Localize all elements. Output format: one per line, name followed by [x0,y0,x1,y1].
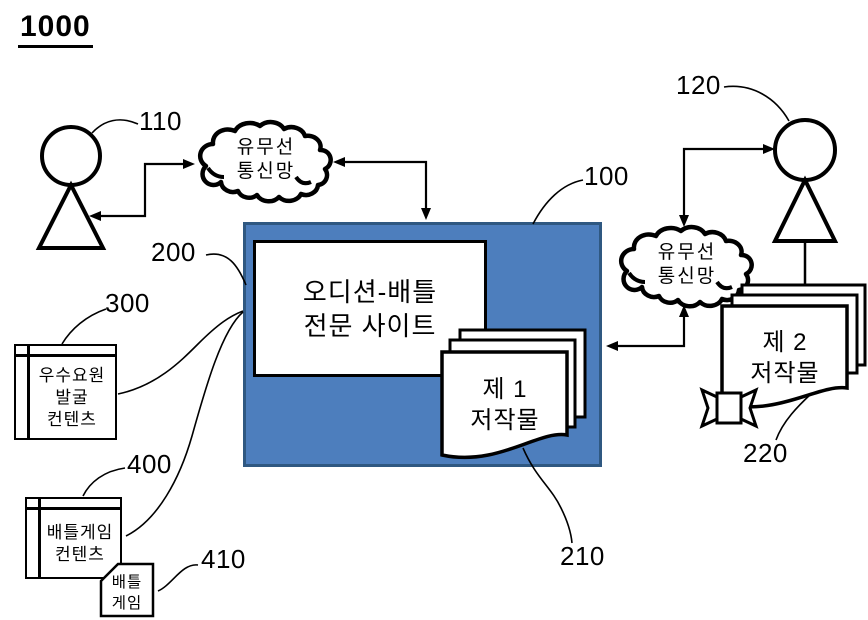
leader-120 [723,85,790,122]
talent-line3: 컨텐츠 [47,410,97,429]
work2-line1: 제 2 [762,329,808,356]
arrow-user1-network [89,159,195,221]
network2-line1: 유무선 [657,242,717,263]
window-titlebar [16,346,115,357]
leader-220 [775,392,813,441]
window-left-rule [27,346,30,438]
work1-line1: 제 1 [482,376,528,403]
ref-120: 120 [676,70,721,100]
work2-line2: 저작물 [750,360,820,387]
certificate-ribbon-icon [699,387,759,429]
person-icon [35,125,107,250]
network1-label: 유무선 통신망 [193,136,339,184]
ref-410: 410 [201,544,246,574]
network1-line2: 통신망 [236,161,296,182]
talent-content-text: 우수요원 발굴 컨텐츠 [29,358,115,438]
network1-line1: 유무선 [236,137,296,158]
network2-label: 유무선 통신망 [614,241,760,289]
talent-line1: 우수요원 [38,366,106,385]
network2-line2: 통신망 [657,266,717,287]
ref-220: 220 [743,438,788,468]
battle-game-content-box: 배틀게임 컨텐츠 [25,497,122,579]
connector-content400-site [125,311,244,537]
site-box-line2: 전문 사이트 [303,310,437,341]
ref-400: 400 [127,449,172,479]
ref-210: 210 [560,541,605,571]
person-icon [771,118,839,243]
work2-label: 제 2 저작물 [722,327,848,389]
leader-300 [61,308,107,345]
window-left-rule [38,499,41,577]
leader-200 [205,253,247,286]
site-box-line1: 오디션-배틀 [302,276,438,307]
window-titlebar [27,499,120,510]
arrow-network1-site [333,157,431,220]
work1-label: 제 1 저작물 [442,374,568,436]
work1-line2: 저작물 [470,407,540,434]
arrow-network2-site [606,305,689,351]
leader-410 [157,564,199,592]
ref-200: 200 [151,237,196,267]
talent-line2: 발굴 [55,388,89,407]
leader-400 [82,467,126,497]
game410-label: 배틀 게임 [101,572,153,614]
ref-300: 300 [105,288,150,318]
leader-100 [532,179,584,225]
ref-110: 110 [139,106,182,136]
audition-battle-site-box: 오디션-배틀 전문 사이트 [253,240,487,377]
game410-line2: 게임 [111,595,143,612]
game410-line1: 배틀 [111,574,143,591]
leader-110 [91,119,139,134]
figure-number: 1000 [18,10,93,48]
ref-100: 100 [584,161,629,191]
battle-content-line2: 컨텐츠 [55,545,105,564]
connector-content300-site [117,310,244,395]
talent-content-box: 우수요원 발굴 컨텐츠 [14,344,117,440]
battle-game-content-text: 배틀게임 컨텐츠 [40,511,120,577]
battle-content-line1: 배틀게임 [46,523,114,542]
arrow-user2-network [679,144,775,227]
